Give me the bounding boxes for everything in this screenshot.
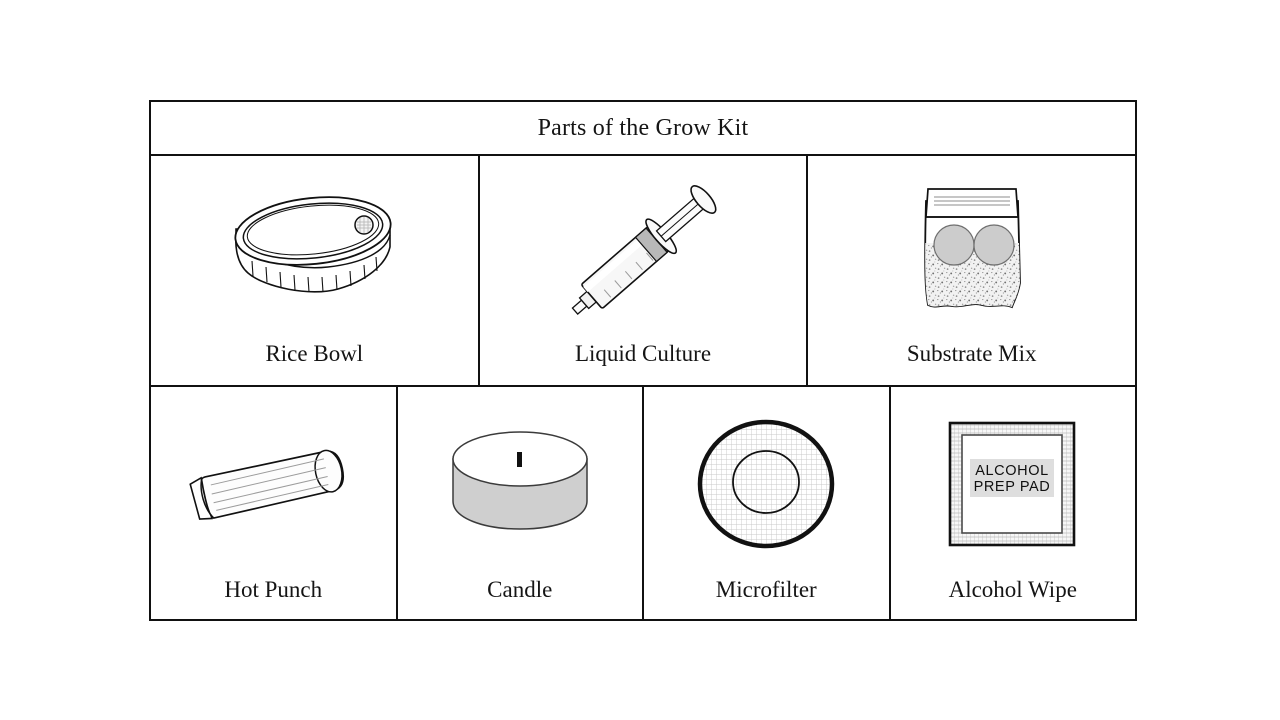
alcohol-wipe-label-line1: ALCOHOL xyxy=(975,463,1049,479)
part-label-liquid-culture: Liquid Culture xyxy=(574,341,712,366)
rice-bowl-icon xyxy=(234,196,392,293)
part-label-microfilter: Microfilter xyxy=(715,577,817,602)
table-title-row: Parts of the Grow Kit xyxy=(151,102,1135,156)
part-cell-rice-bowl[interactable]: Rice Bowl xyxy=(151,156,480,385)
substrate-bag-illustration xyxy=(808,156,1135,342)
part-label-rice-bowl: Rice Bowl xyxy=(265,341,364,366)
page-title: Parts of the Grow Kit xyxy=(537,114,749,141)
part-cell-candle[interactable]: Candle xyxy=(398,387,644,619)
syringe-icon xyxy=(571,185,717,315)
microfilter-disc-illustration xyxy=(644,387,889,578)
part-cell-liquid-culture[interactable]: Liquid Culture xyxy=(480,156,809,385)
part-label-substrate-mix: Substrate Mix xyxy=(906,341,1037,366)
tea-light-candle-icon xyxy=(452,430,588,530)
part-label-candle: Candle xyxy=(487,577,553,602)
syringe-illustration xyxy=(480,156,807,342)
part-label-alcohol-wipe: Alcohol Wipe xyxy=(948,577,1077,602)
parts-row-2: Hot Punch Candle xyxy=(151,387,1135,619)
rice-bowl-illustration xyxy=(151,156,478,342)
part-label-hot-punch: Hot Punch xyxy=(224,577,323,602)
parts-row-1: Rice Bowl xyxy=(151,156,1135,387)
alcohol-wipe-illustration: ALCOHOL PREP PAD xyxy=(891,387,1136,578)
alcohol-wipe-label-line2: PREP PAD xyxy=(973,479,1050,495)
part-cell-hot-punch[interactable]: Hot Punch xyxy=(151,387,398,619)
tea-light-candle-illustration xyxy=(398,387,643,578)
hot-punch-illustration xyxy=(151,387,396,578)
part-cell-microfilter[interactable]: Microfilter xyxy=(644,387,891,619)
part-cell-substrate-mix[interactable]: Substrate Mix xyxy=(808,156,1135,385)
alcohol-wipe-packet-icon: ALCOHOL PREP PAD xyxy=(948,421,1076,547)
substrate-bag-icon xyxy=(923,188,1021,309)
grow-kit-parts-table: Parts of the Grow Kit xyxy=(149,100,1137,621)
part-cell-alcohol-wipe[interactable]: ALCOHOL PREP PAD Alcohol Wipe xyxy=(891,387,1136,619)
hot-punch-icon xyxy=(189,449,345,520)
microfilter-disc-icon xyxy=(698,419,835,548)
